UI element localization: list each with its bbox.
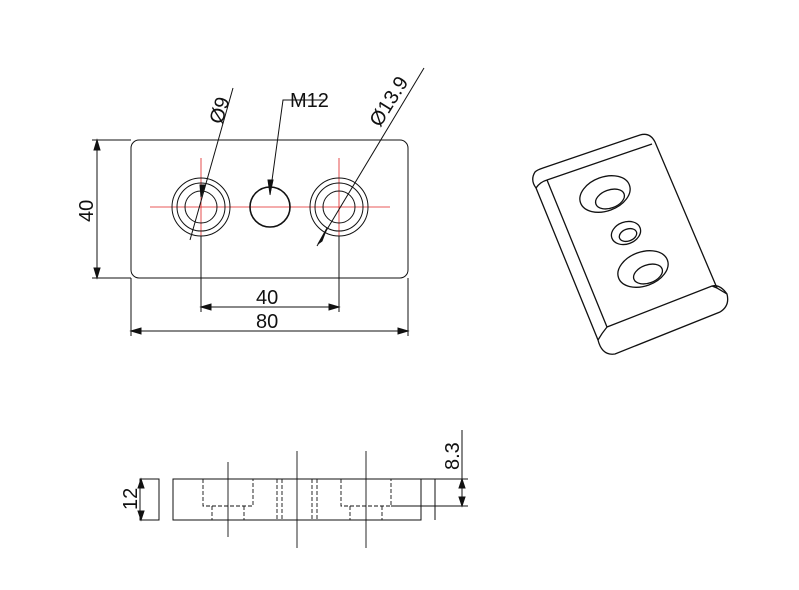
dim-counterbore-depth: 8.3	[442, 442, 464, 470]
dim-thread: M12	[290, 90, 329, 112]
dim-width: 80	[256, 311, 278, 333]
isometric-view	[532, 133, 729, 355]
centerlines	[150, 158, 390, 256]
dim-thickness: 12	[120, 488, 142, 510]
side-centerlines	[227, 451, 367, 548]
plate-outline	[130, 139, 409, 279]
dim-counterbore: Ø13.9	[366, 73, 414, 131]
dim-height: 40	[76, 200, 98, 222]
top-view: Ø9 M12 Ø13.9 40 40 80	[76, 67, 425, 336]
side-view: 12 8.3	[120, 430, 468, 548]
dim-hole-spacing: 40	[256, 287, 278, 309]
